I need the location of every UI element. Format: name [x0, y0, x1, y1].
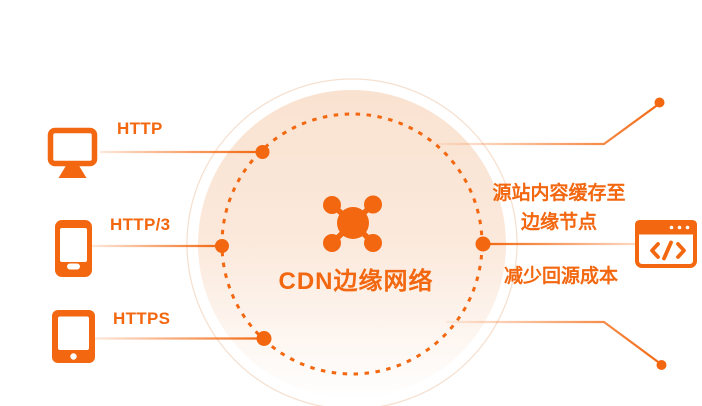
center-title: CDN边缘网络 [278, 268, 434, 295]
network-hub-icon [323, 195, 382, 252]
node-dot-origin [475, 236, 491, 252]
client-label-https: HTTPS [113, 309, 171, 328]
node-dot-http [255, 145, 270, 159]
code-browser-icon [635, 220, 697, 268]
origin-caption-line1: 源站内容缓存至 [492, 183, 626, 204]
smartphone-icon [55, 220, 92, 277]
origin-caption-line2: 边缘节点 [520, 212, 597, 233]
edge-network-zone-circle [192, 84, 512, 404]
benefit-caption: 减少回源成本 [503, 266, 618, 287]
client-label-http3: HTTP/3 [110, 215, 171, 234]
node-dot-http3 [215, 239, 229, 253]
connector-line-top-right [436, 102, 661, 146]
desktop-monitor-icon [47, 127, 98, 178]
code-glyph [650, 240, 686, 261]
endpoint-dot-top-right [654, 97, 665, 108]
node-dot-https [256, 331, 272, 346]
tablet-icon [52, 310, 95, 363]
origin-caption: 源站内容缓存至 边缘节点 [468, 179, 650, 237]
connector-line-bottom-right [446, 320, 663, 366]
client-label-http: HTTP [117, 119, 163, 138]
endpoint-dot-bottom-right [656, 360, 667, 370]
